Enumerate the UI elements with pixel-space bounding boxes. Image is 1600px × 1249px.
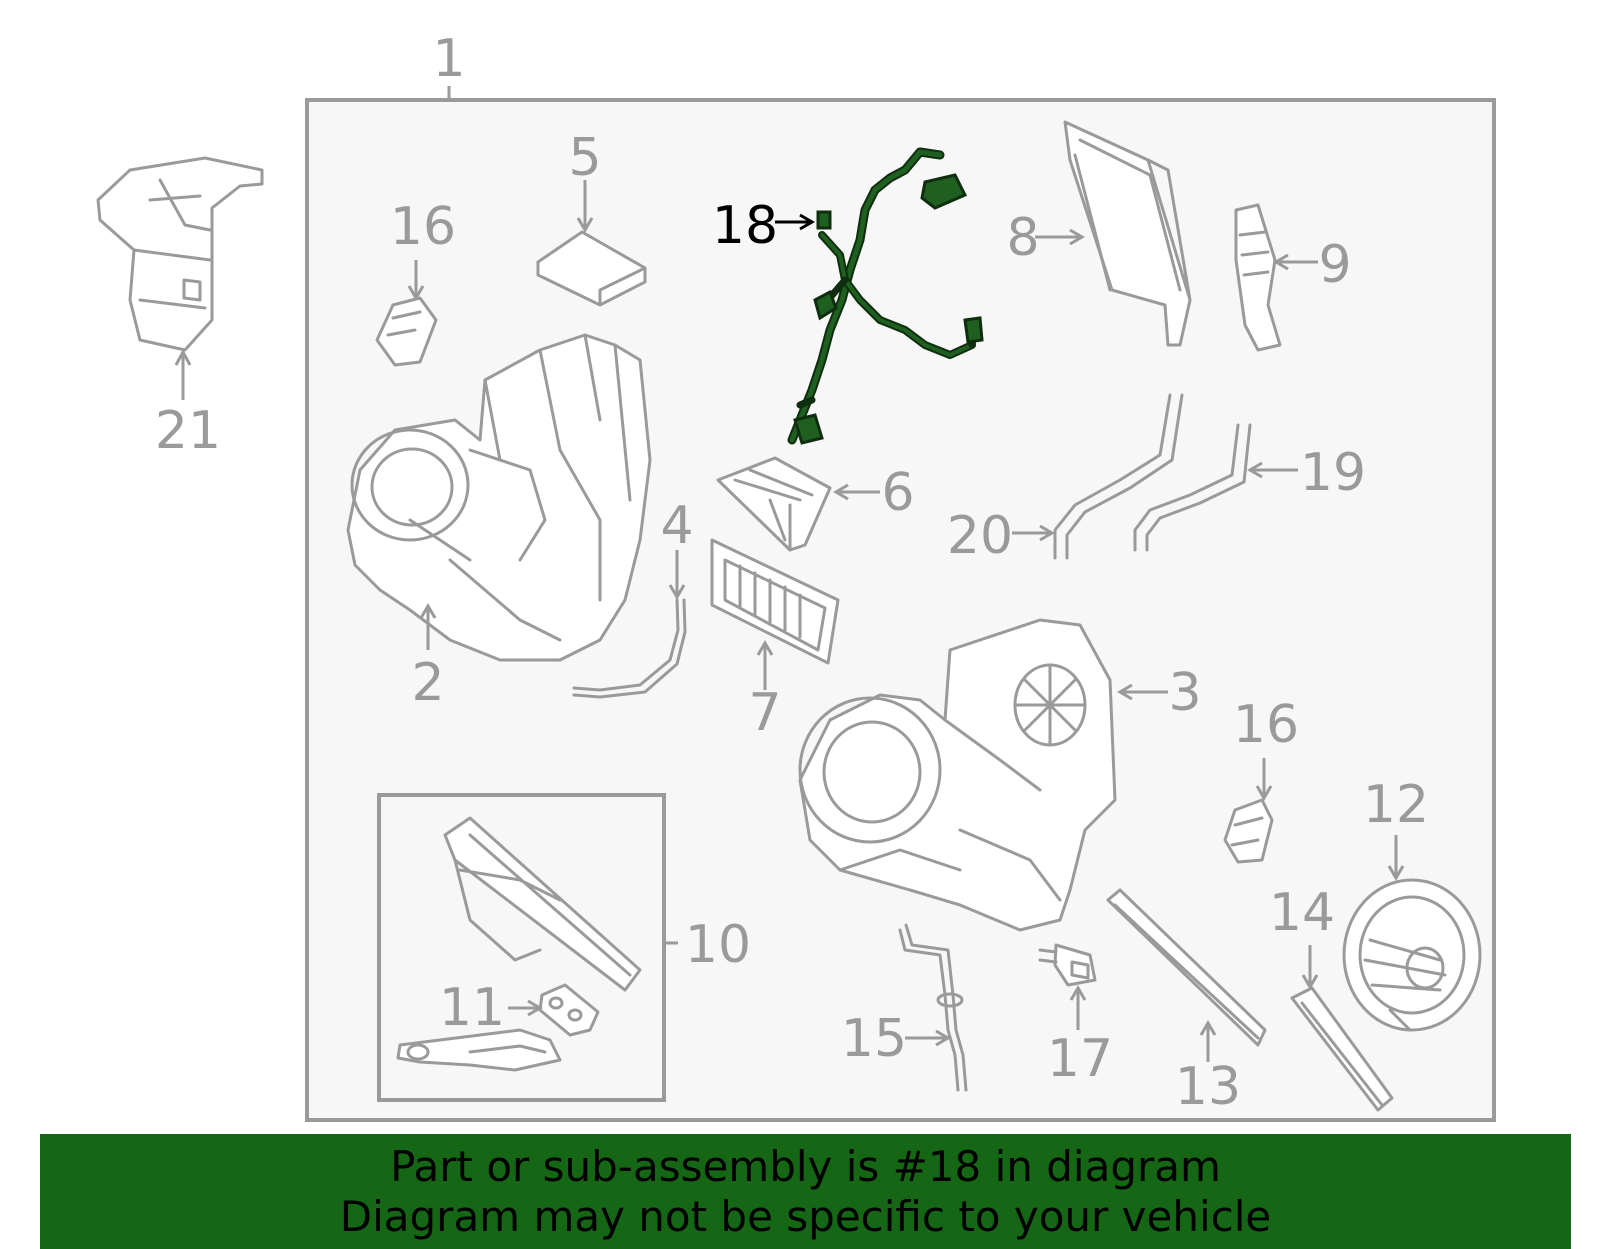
callout-4: 4 [660, 496, 693, 556]
part-17-sensor [1038, 943, 1097, 987]
part-2-left-housing [346, 333, 652, 662]
part-13-evaporator [1106, 888, 1267, 1047]
callout-2: 2 [411, 653, 444, 713]
callout-13: 13 [1175, 1057, 1241, 1117]
callout-8: 8 [1006, 208, 1039, 268]
part-19-hose [1133, 423, 1252, 552]
part-14-resistor [1290, 986, 1394, 1112]
part-16-right-actuator [1223, 798, 1274, 864]
callout-3: 3 [1168, 663, 1201, 723]
part-8-heater-core [1063, 120, 1192, 347]
callout-19: 19 [1300, 443, 1366, 503]
callout-16-right: 16 [1233, 695, 1299, 755]
callout-7: 7 [748, 683, 781, 743]
callout-18: 18 [712, 196, 778, 256]
part-15-sensor-wire [898, 923, 968, 1092]
banner-line-part: Part or sub-assembly is #18 in diagram [390, 1141, 1221, 1191]
part-12-blower-motor [1342, 878, 1482, 1032]
callout-6: 6 [881, 463, 914, 523]
callout-12: 12 [1363, 775, 1429, 835]
part-6-vent-door [716, 456, 832, 552]
callout-11: 11 [439, 978, 505, 1038]
callout-15: 15 [841, 1009, 907, 1069]
part-11-expansion-valve [538, 983, 600, 1037]
callout-16-top: 16 [390, 197, 456, 257]
part-3-right-housing [798, 618, 1117, 932]
part-21-duct [96, 156, 264, 352]
callout-20: 20 [947, 506, 1013, 566]
part-9-seal [1234, 203, 1282, 352]
part-7-cabin-filter [710, 538, 840, 665]
part-18-connectors [793, 173, 984, 445]
part-20-hose [1053, 393, 1184, 560]
callout-9: 9 [1318, 235, 1351, 295]
part-10-evaporator-unit [396, 816, 642, 1072]
callout-5: 5 [568, 128, 601, 188]
callout-14: 14 [1269, 883, 1335, 943]
banner-line-disclaimer: Diagram may not be specific to your vehi… [339, 1191, 1272, 1241]
part-4-drain-tube [572, 598, 687, 699]
callout-1: 1 [432, 29, 465, 89]
callout-10: 10 [685, 915, 751, 975]
callout-17: 17 [1047, 1029, 1113, 1089]
part-5-filter-cover [536, 230, 647, 307]
callout-21: 21 [155, 401, 221, 461]
info-banner: Part or sub-assembly is #18 in diagram D… [40, 1134, 1571, 1249]
part-16-top-actuator [375, 296, 438, 367]
